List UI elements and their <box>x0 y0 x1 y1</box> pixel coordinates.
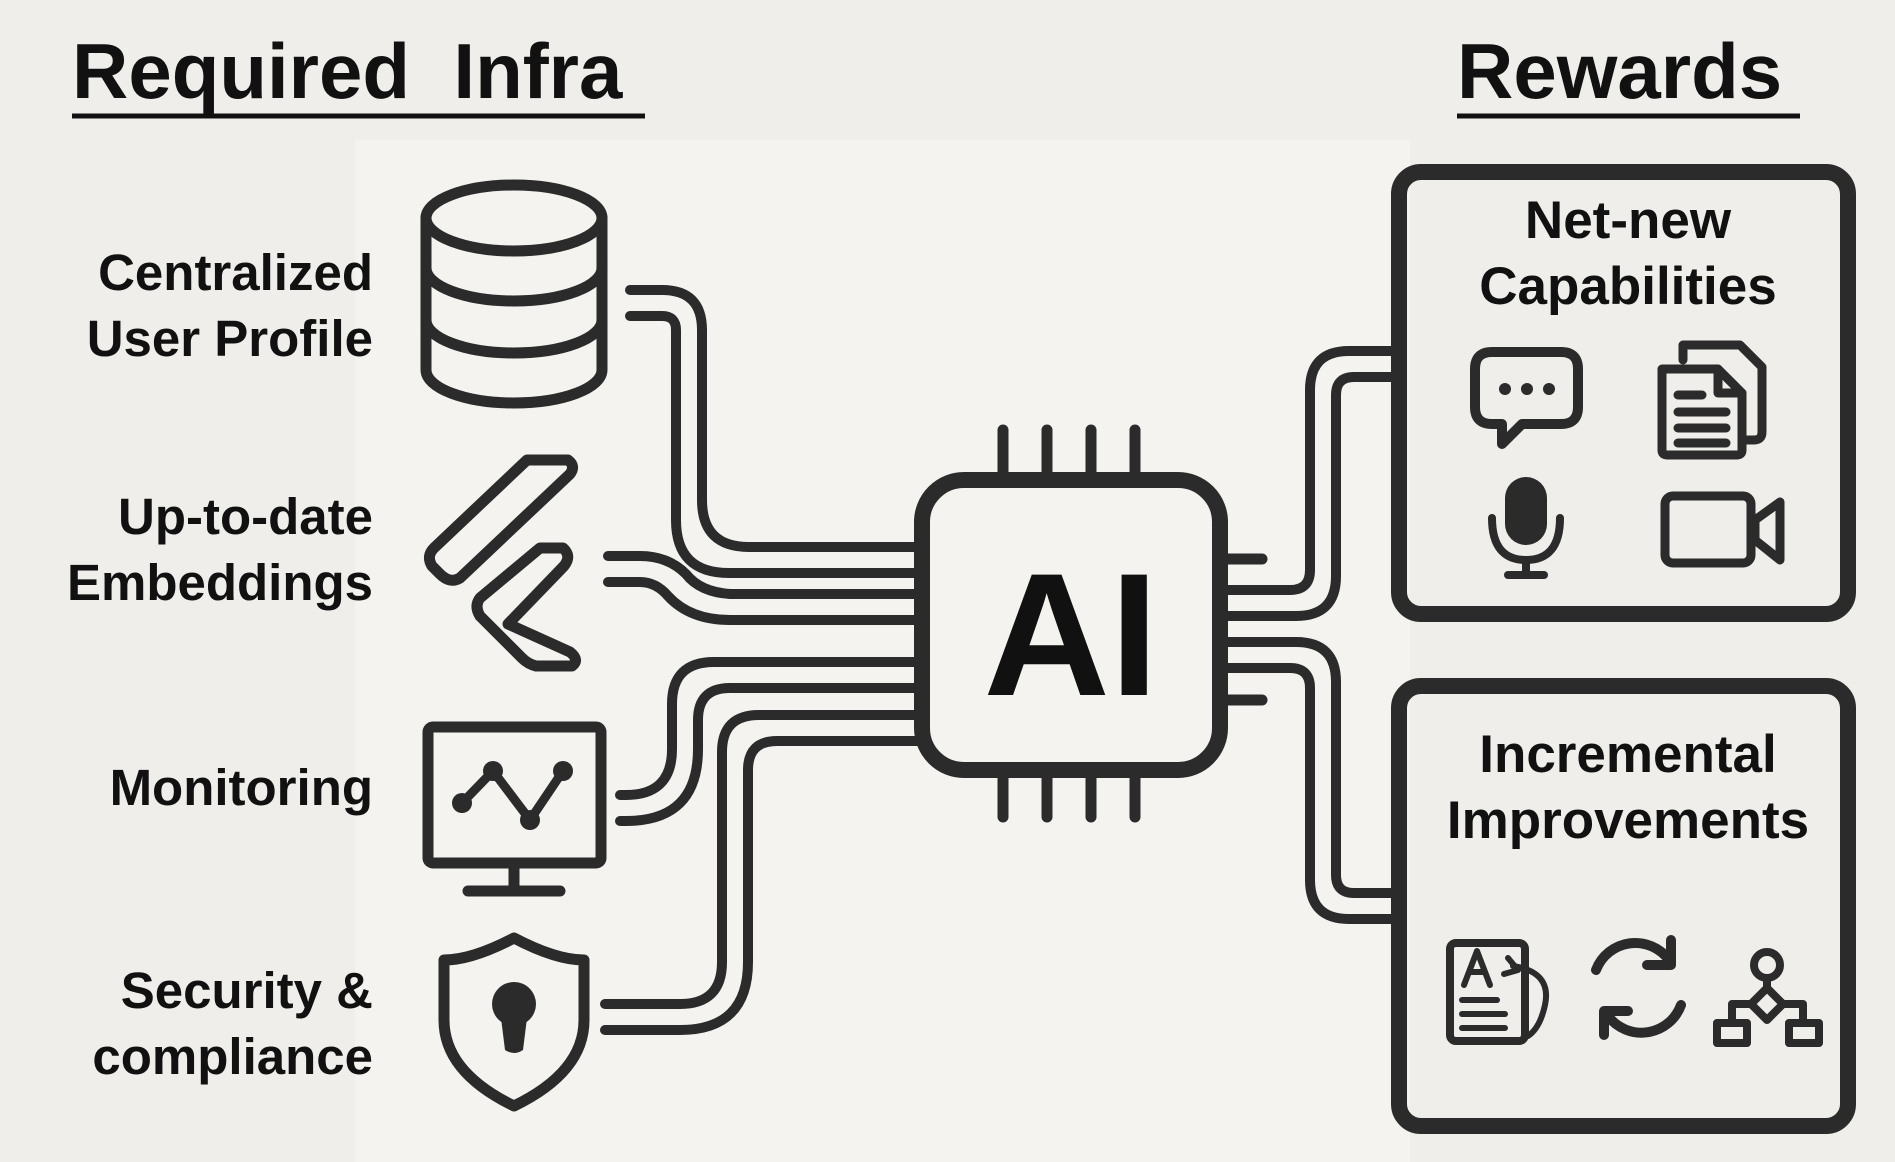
documents-icon <box>1657 340 1767 460</box>
shield-keyhole-icon <box>438 932 590 1112</box>
infra-label-security-line1: Security & <box>121 962 373 1019</box>
ai-chip-icon: AI <box>914 424 1268 823</box>
reward-box-1-title-line1: Net-new <box>1525 191 1732 250</box>
refresh-cycle-icon <box>1591 935 1686 1040</box>
reward-box-2-title-line1: Incremental <box>1479 725 1777 784</box>
circuit-traces <box>600 285 1398 1035</box>
reward-box-2-title-line2: Improvements <box>1447 791 1809 850</box>
infra-labels: Centralized User Profile Up-to-date Embe… <box>67 244 373 1085</box>
infra-label-profile-line2: User Profile <box>87 310 373 367</box>
infra-label-embeddings-line2: Embeddings <box>67 554 373 611</box>
monitor-chart-icon <box>422 721 607 897</box>
workflow-icon <box>1713 948 1823 1047</box>
embeddings-icon <box>423 454 581 672</box>
video-camera-icon <box>1660 491 1785 568</box>
database-icon <box>420 179 608 409</box>
reward-box-incremental: Incremental Improvements <box>1391 678 1856 1134</box>
heading-left-text: Required Infra <box>72 27 623 115</box>
chip-label: AI <box>984 538 1159 733</box>
chat-bubble-icon <box>1470 347 1583 449</box>
infra-label-profile-line1: Centralized <box>98 244 373 301</box>
infra-label-security-line2: compliance <box>92 1028 373 1085</box>
infra-label-monitoring: Monitoring <box>110 759 373 816</box>
translate-document-icon <box>1446 939 1549 1045</box>
reward-box-net-new: Net-new Capabilities <box>1391 164 1856 622</box>
microphone-icon <box>1488 477 1564 579</box>
infra-label-embeddings-line1: Up-to-date <box>118 488 373 545</box>
heading-rewards: Rewards <box>1457 27 1800 119</box>
heading-required-infra: Required Infra <box>72 27 645 119</box>
reward-box-1-title-line2: Capabilities <box>1479 257 1776 316</box>
chip-pins <box>997 424 1268 823</box>
heading-right-text: Rewards <box>1457 27 1782 115</box>
